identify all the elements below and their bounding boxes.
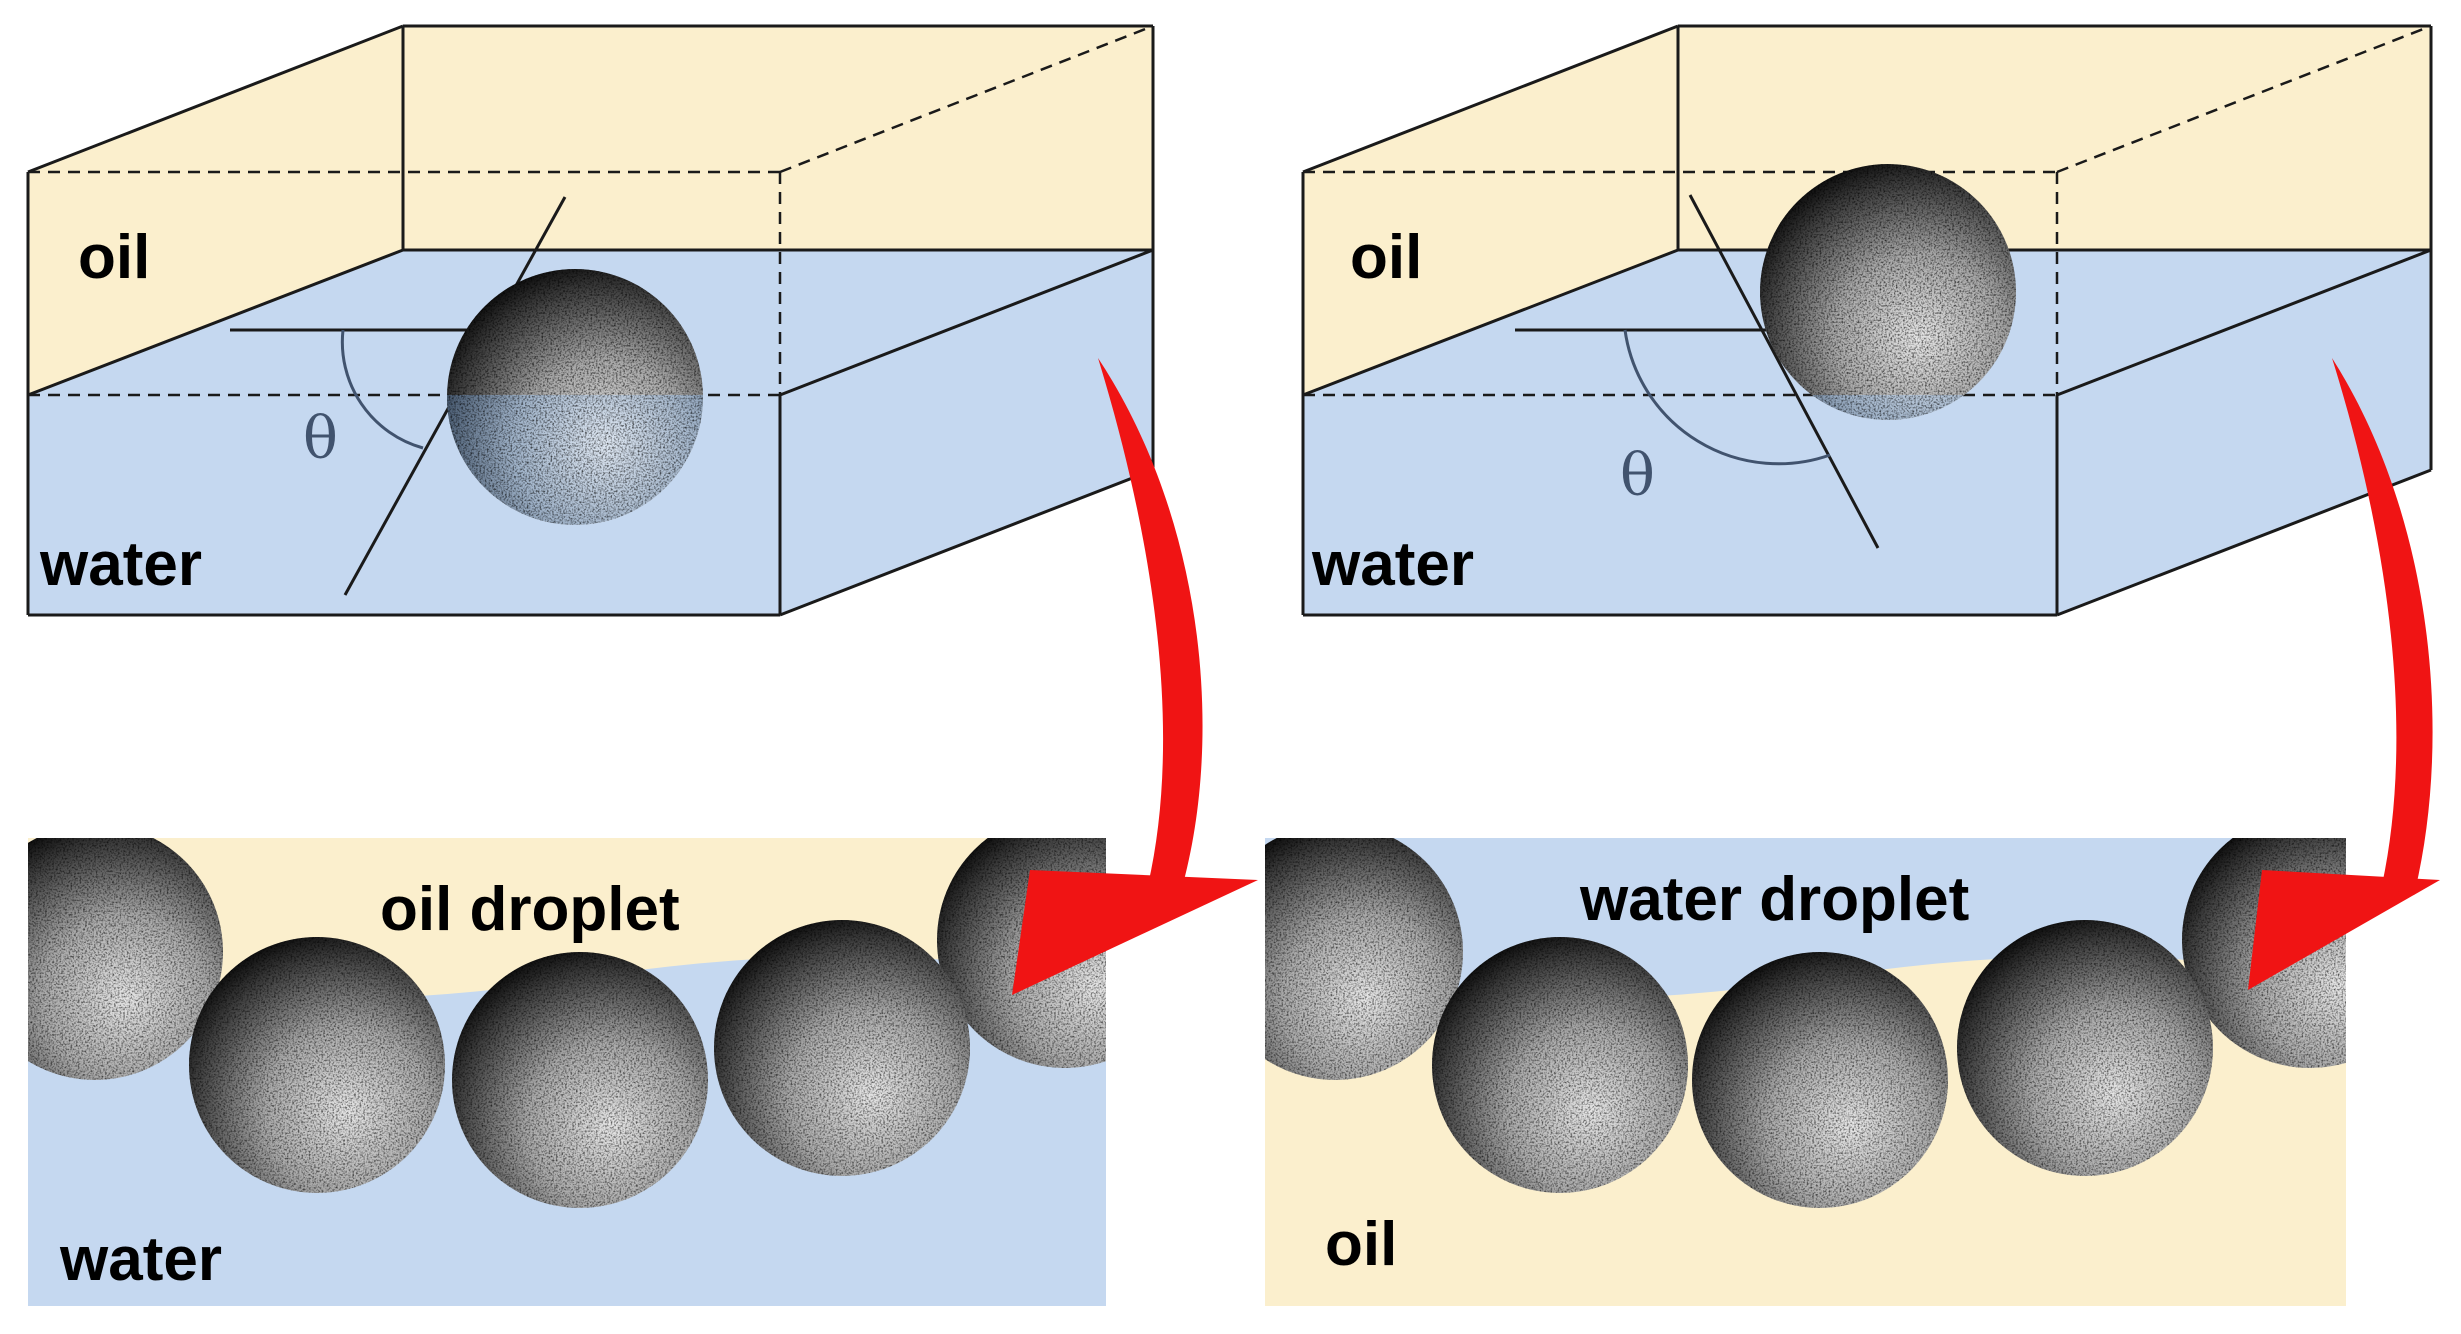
outer-phase-label: oil bbox=[1325, 1210, 1397, 1279]
particle bbox=[1692, 952, 1948, 1208]
particle-layer bbox=[1265, 838, 2346, 1208]
theta-label: θ bbox=[1620, 441, 1655, 509]
particle-at-interface bbox=[447, 269, 703, 525]
transition-arrow-left bbox=[1012, 358, 1258, 995]
water-label: water bbox=[1311, 530, 1474, 599]
particle-at-interface bbox=[1760, 164, 2016, 420]
droplet-label: oil droplet bbox=[380, 875, 680, 944]
particle bbox=[28, 838, 223, 1080]
arrow-head bbox=[2248, 870, 2440, 990]
particle bbox=[1432, 937, 1688, 1193]
oil-label: oil bbox=[1350, 223, 1422, 292]
particle bbox=[189, 937, 445, 1193]
oil-in-water-emulsion: oil droplet water bbox=[28, 838, 1106, 1306]
transition-arrow-right bbox=[2248, 358, 2440, 990]
right-interface-box: oil water θ bbox=[1301, 24, 2433, 617]
contact-angle-arc bbox=[340, 329, 424, 450]
outer-phase-label: water bbox=[59, 1225, 222, 1294]
oil-label: oil bbox=[78, 223, 150, 292]
oil-layer-front-face bbox=[403, 26, 1153, 250]
arrow-head bbox=[1012, 870, 1258, 995]
particle bbox=[714, 920, 970, 1176]
water-layer-side-face bbox=[2057, 250, 2431, 615]
particle bbox=[452, 952, 708, 1208]
water-layer-side-face bbox=[780, 250, 1153, 615]
particle-layer bbox=[28, 838, 1106, 1208]
droplet-label: water droplet bbox=[1579, 865, 1969, 934]
theta-label: θ bbox=[303, 404, 338, 472]
box-edges bbox=[26, 24, 1155, 617]
particle bbox=[1265, 838, 1463, 1080]
water-layer-front-face bbox=[1303, 395, 2057, 615]
left-interface-box: oil water θ bbox=[26, 24, 1155, 617]
arrow-shaft bbox=[2332, 358, 2433, 895]
oil-layer-left-face bbox=[28, 26, 403, 395]
arrow-shaft bbox=[1098, 358, 1203, 895]
water-label: water bbox=[39, 530, 202, 599]
contact-angle-construction bbox=[1515, 194, 1880, 549]
water-in-oil-emulsion: water droplet oil bbox=[1265, 838, 2346, 1306]
oil-layer-left-face bbox=[1303, 26, 1678, 395]
contact-angle-arc bbox=[1623, 329, 1831, 466]
particle bbox=[1957, 920, 2213, 1176]
